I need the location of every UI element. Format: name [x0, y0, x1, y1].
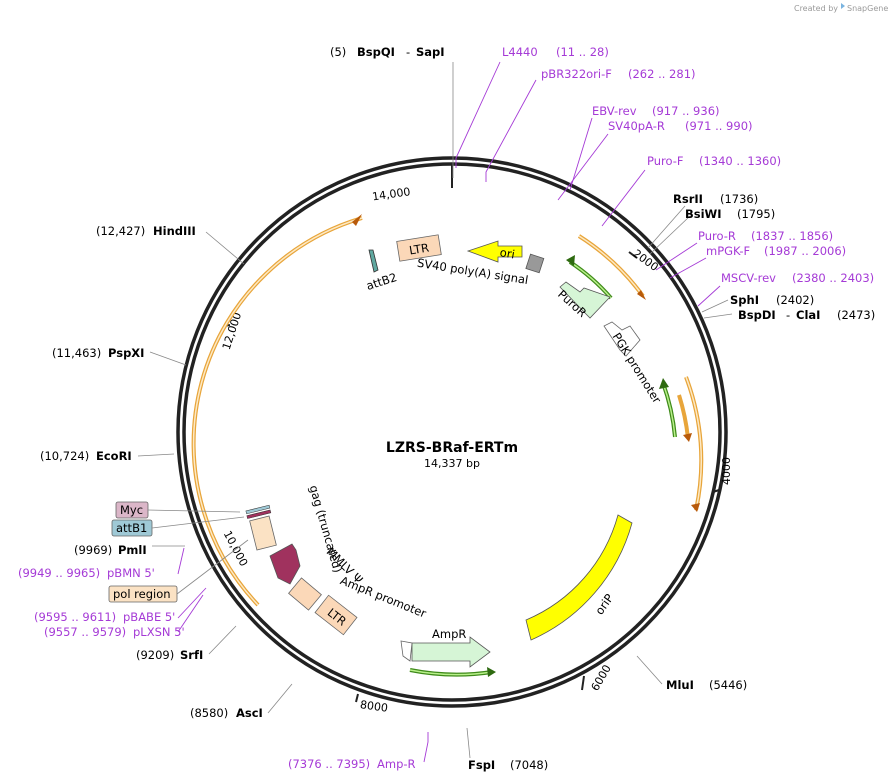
primer-purof-range: (1340 .. 1360)	[699, 154, 781, 168]
primer-mpgkf-name[interactable]: mPGK-F	[706, 244, 750, 258]
ori-feature: ori	[466, 240, 523, 263]
small-grey-feature	[525, 253, 545, 274]
site-ecori-name[interactable]: EcoRI	[96, 449, 132, 463]
primer-purof-name[interactable]: Puro-F	[647, 154, 684, 168]
ampr-feature: AmpR	[400, 627, 491, 668]
myc-label: Myc	[120, 503, 143, 517]
site-fspi-pos: (7048)	[510, 758, 548, 772]
attb1-label: attB1	[116, 521, 147, 535]
orip-label: oriP	[592, 591, 616, 617]
primer-l4440-name[interactable]: L4440	[502, 45, 538, 59]
ampr-label: AmpR	[432, 627, 466, 641]
tick-14000: 14,000	[371, 185, 411, 203]
primer-ebvrev-range: (917 .. 936)	[652, 104, 720, 118]
site-bspqi-pos: (5)	[330, 45, 346, 59]
credit-brand: SnapGene	[847, 4, 888, 13]
primer-plxsn-range: (9557 .. 9579)	[44, 625, 126, 639]
site-ecori-pos: (10,724)	[40, 449, 89, 463]
pol-region-label: pol region	[113, 587, 171, 601]
ltr-bottom-feature: LTR	[314, 594, 358, 636]
primer-mpgkf-range: (1987 .. 2006)	[764, 244, 846, 258]
site-asci-name[interactable]: AscI	[236, 706, 263, 720]
site-sapi-name[interactable]: SapI	[416, 45, 445, 59]
site-asci-pos: (8580)	[190, 706, 228, 720]
primer-pbr322ori-range: (262 .. 281)	[628, 67, 696, 81]
connector-lines	[137, 62, 733, 759]
attb1-badge: attB1	[111, 519, 153, 537]
orange-arrowheads-icon	[352, 214, 700, 512]
site-pmli-pos: (9969)	[74, 543, 112, 557]
site-bspdi-dash: -	[786, 308, 790, 322]
primer-pbmn-name[interactable]: pBMN 5'	[107, 566, 155, 580]
plasmid-name: LZRS-BRaf-ERTm	[386, 440, 518, 456]
site-srfi-pos: (9209)	[136, 648, 174, 662]
primer-l4440-range: (11 .. 28)	[556, 45, 609, 59]
site-bspdi-name[interactable]: BspDI	[738, 308, 776, 322]
tick-4000: 4000	[720, 457, 733, 485]
credit-text: Created by	[794, 4, 838, 13]
ori-label: ori	[499, 245, 516, 261]
snapgene-logo-icon	[841, 3, 845, 9]
site-rsrii-pos: (1736)	[720, 192, 758, 206]
primer-puror-range: (1837 .. 1856)	[751, 229, 833, 243]
mmlv-psi-feature: MMLV Ψ	[269, 543, 366, 587]
primer-ebvrev-name[interactable]: EBV-rev	[592, 104, 637, 118]
site-hindiii-pos: (12,427)	[96, 224, 145, 238]
site-srfi-name[interactable]: SrfI	[180, 648, 203, 662]
pol-like-feature	[288, 577, 322, 611]
site-bspqi-dash: -	[406, 45, 410, 59]
site-pmli-name[interactable]: PmlI	[118, 543, 147, 557]
primer-sv40par-name[interactable]: SV40pA-R	[608, 119, 665, 133]
primer-mscvrev-range: (2380 .. 2403)	[792, 271, 874, 285]
site-mlui-name[interactable]: MluI	[666, 678, 694, 692]
orange-arcs	[191, 216, 704, 607]
site-mlui-pos: (5446)	[709, 678, 747, 692]
tick-8000: 8000	[359, 698, 389, 715]
site-clai-pos: (2473)	[837, 308, 875, 322]
primer-pbmn-range: (9949 .. 9965)	[18, 566, 100, 580]
site-pspxi-name[interactable]: PspXI	[108, 346, 144, 360]
primer-connectors	[177, 61, 721, 763]
site-bsiwi-name[interactable]: BsiWI	[685, 207, 722, 221]
green-arrowheads-icon	[487, 255, 669, 677]
myc-badge: Myc	[115, 501, 149, 519]
backbone-inner	[182, 162, 722, 702]
site-hindiii-name[interactable]: HindIII	[153, 224, 196, 238]
attb2-feature: attB2	[365, 249, 399, 293]
site-clai-name[interactable]: ClaI	[796, 308, 820, 322]
pol-region-badge: pol region	[108, 585, 178, 603]
ltr-top-label: LTR	[408, 241, 430, 258]
primer-pbabe-name[interactable]: pBABE 5'	[123, 610, 175, 624]
backbone-outer	[176, 156, 728, 708]
primer-mscvrev-name[interactable]: MSCV-rev	[721, 271, 776, 285]
primer-pbabe-range: (9595 .. 9611)	[34, 610, 116, 624]
site-bspqi-name[interactable]: BspQI	[357, 45, 395, 59]
primer-plxsn-name[interactable]: pLXSN 5'	[133, 625, 185, 639]
primer-ampr-range: (7376 .. 7395)	[288, 757, 370, 771]
site-pspxi-pos: (11,463)	[52, 346, 101, 360]
primer-sv40par-range: (971 .. 990)	[685, 119, 753, 133]
plasmid-length: 14,337 bp	[424, 457, 480, 470]
orip-feature: oriP	[525, 514, 633, 641]
primer-ampr-name[interactable]: Amp-R	[377, 757, 416, 771]
site-rsrii-name[interactable]: RsrII	[673, 192, 703, 206]
site-fspi-name[interactable]: FspI	[468, 758, 495, 772]
pgk-promoter-feature: PGK promoter	[603, 321, 664, 406]
gag-label: gag (truncated)	[307, 484, 345, 575]
ltr-top-feature: LTR	[396, 234, 442, 262]
site-sphi-name[interactable]: SphI	[730, 293, 759, 307]
site-sphi-pos: (2402)	[776, 293, 814, 307]
site-bsiwi-pos: (1795)	[737, 207, 775, 221]
primer-pbr322ori-name[interactable]: pBR322ori-F	[541, 67, 612, 81]
primer-puror-name[interactable]: Puro-R	[698, 229, 736, 243]
attb2-label: attB2	[365, 270, 399, 293]
